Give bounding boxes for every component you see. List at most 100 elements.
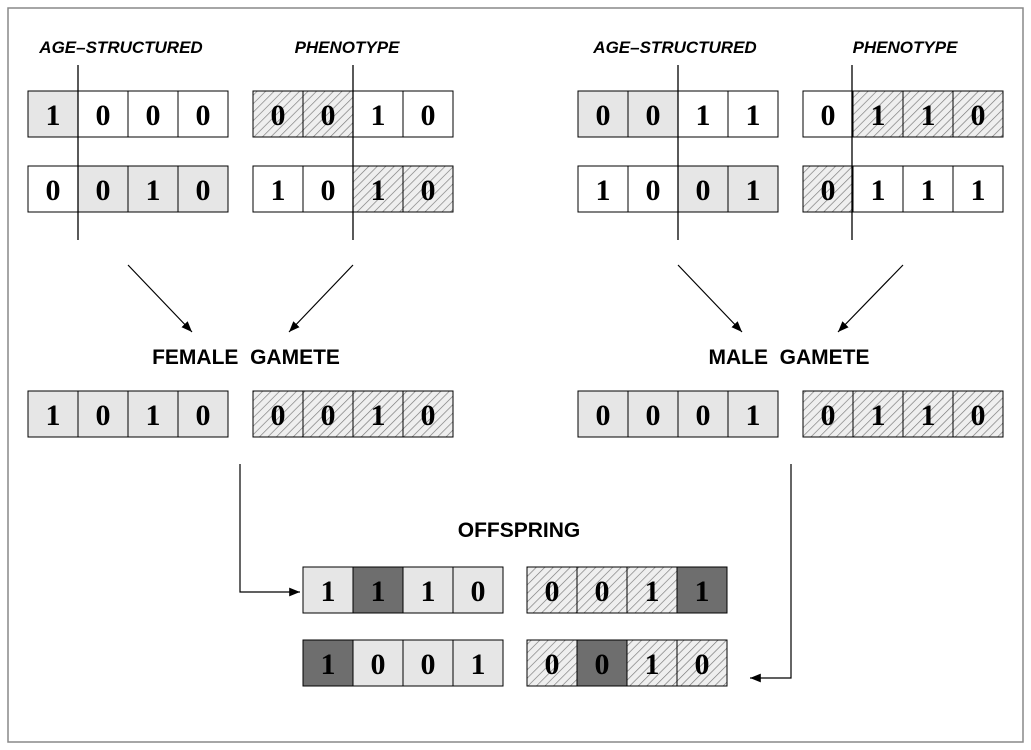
gene-cell-hatch: [252, 90, 304, 138]
gene-cell-light: [177, 390, 229, 438]
male-phenotype-label: PHENOTYPE: [853, 38, 959, 57]
gene-cell-light: [127, 390, 179, 438]
gene-cell-light: [77, 165, 129, 213]
gene-bit: 0: [821, 174, 836, 207]
gene-bit: 1: [371, 174, 386, 207]
gene-cell-white: [677, 90, 729, 138]
gene-bit: 0: [646, 399, 661, 432]
gene-bit: 1: [421, 575, 436, 608]
gene-cell-hatch: [302, 90, 354, 138]
male-phenotype-to-gamete-arrow: [837, 264, 904, 333]
gene-bit: 1: [371, 399, 386, 432]
gene-bit: 1: [471, 648, 486, 681]
gene-cell-light: [577, 90, 629, 138]
gene-cell-light: [627, 390, 679, 438]
gene-bit: 0: [646, 99, 661, 132]
gene-cell-light: [402, 639, 454, 687]
gene-bit: 1: [321, 575, 336, 608]
gene-cell-white: [352, 90, 404, 138]
gene-cell-hatch: [402, 390, 454, 438]
gene-bit: 1: [871, 399, 886, 432]
gene-bit: 0: [821, 99, 836, 132]
female-gamete-to-offspring-connector: [239, 464, 300, 597]
gene-bit: 0: [696, 399, 711, 432]
male-gamete-to-offspring-connector: [750, 464, 792, 683]
gene-bit: 1: [746, 399, 761, 432]
gene-bit: 1: [321, 648, 336, 681]
gene-bit: 1: [146, 399, 161, 432]
gene-bit: 1: [695, 575, 710, 608]
gene-cell-hatch: [402, 165, 454, 213]
gene-bit: 0: [596, 399, 611, 432]
female-parent-chromosome-2-phenotype: 1 0 1 0: [252, 165, 454, 213]
male-age-structured-label: AGE–STRUCTURED: [592, 38, 756, 57]
gene-bit: 1: [46, 99, 61, 132]
gene-bit: 1: [146, 174, 161, 207]
gene-cell-white: [577, 165, 629, 213]
gene-cell-light: [452, 639, 504, 687]
gene-bit: 1: [371, 99, 386, 132]
gene-bit: 1: [921, 99, 936, 132]
female-phenotype-label: PHENOTYPE: [295, 38, 401, 57]
gene-bit: 1: [696, 99, 711, 132]
gene-cell-hatch: [802, 390, 854, 438]
female-parent-chromosome-1-age-structured: 1 0 0 0: [27, 90, 229, 138]
gene-cell-hatch: [852, 90, 904, 138]
gene-bit: 0: [96, 99, 111, 132]
gene-cell-light: [577, 390, 629, 438]
gene-cell-hatch: [576, 566, 628, 614]
gene-bit: 1: [921, 399, 936, 432]
gene-cell-hatch: [526, 639, 578, 687]
gene-bit: 0: [96, 399, 111, 432]
gene-bit: 0: [271, 99, 286, 132]
gene-bit: 1: [746, 99, 761, 132]
gene-cell-hatch: [952, 390, 1004, 438]
gene-bit: 0: [196, 99, 211, 132]
gene-cell-light: [727, 165, 779, 213]
gene-cell-light: [452, 566, 504, 614]
gene-cell-white: [177, 90, 229, 138]
male-gamete-age-structured: 0 0 0 1: [577, 390, 779, 438]
gene-bit: 0: [696, 174, 711, 207]
gene-cell-light: [127, 165, 179, 213]
gene-bit: 0: [971, 399, 986, 432]
gene-bit: 0: [421, 99, 436, 132]
gene-bit: 1: [271, 174, 286, 207]
gene-bit: 0: [196, 399, 211, 432]
gene-bit: 0: [321, 399, 336, 432]
gene-bit: 0: [471, 575, 486, 608]
gene-bit: 1: [871, 174, 886, 207]
female-gamete-phenotype: 0 0 1 0: [252, 390, 454, 438]
gene-cell-white: [852, 165, 904, 213]
female-gamete-age-structured: 1 0 1 0: [27, 390, 229, 438]
gene-bit: 1: [46, 399, 61, 432]
gene-cell-hatch: [902, 390, 954, 438]
female-age-structured-label: AGE–STRUCTURED: [38, 38, 202, 57]
gene-bit: 0: [146, 99, 161, 132]
gene-bit: 1: [645, 575, 660, 608]
gene-bit: 0: [96, 174, 111, 207]
gene-cell-white: [952, 165, 1004, 213]
gene-bit: 0: [321, 174, 336, 207]
gene-cell-white: [252, 165, 304, 213]
offspring-label: OFFSPRING: [458, 519, 581, 542]
gene-bit: 0: [695, 648, 710, 681]
gene-cell-dark: [302, 639, 354, 687]
gene-cell-light: [302, 566, 354, 614]
gene-cell-light: [677, 390, 729, 438]
gene-cell-hatch: [352, 390, 404, 438]
gene-bit: 0: [421, 174, 436, 207]
gene-bit: 0: [271, 399, 286, 432]
gene-bit: 1: [645, 648, 660, 681]
gene-bit: 1: [971, 174, 986, 207]
gene-bit: 1: [921, 174, 936, 207]
gene-cell-hatch: [852, 390, 904, 438]
gene-bit: 0: [421, 399, 436, 432]
gene-cell-hatch: [626, 639, 678, 687]
